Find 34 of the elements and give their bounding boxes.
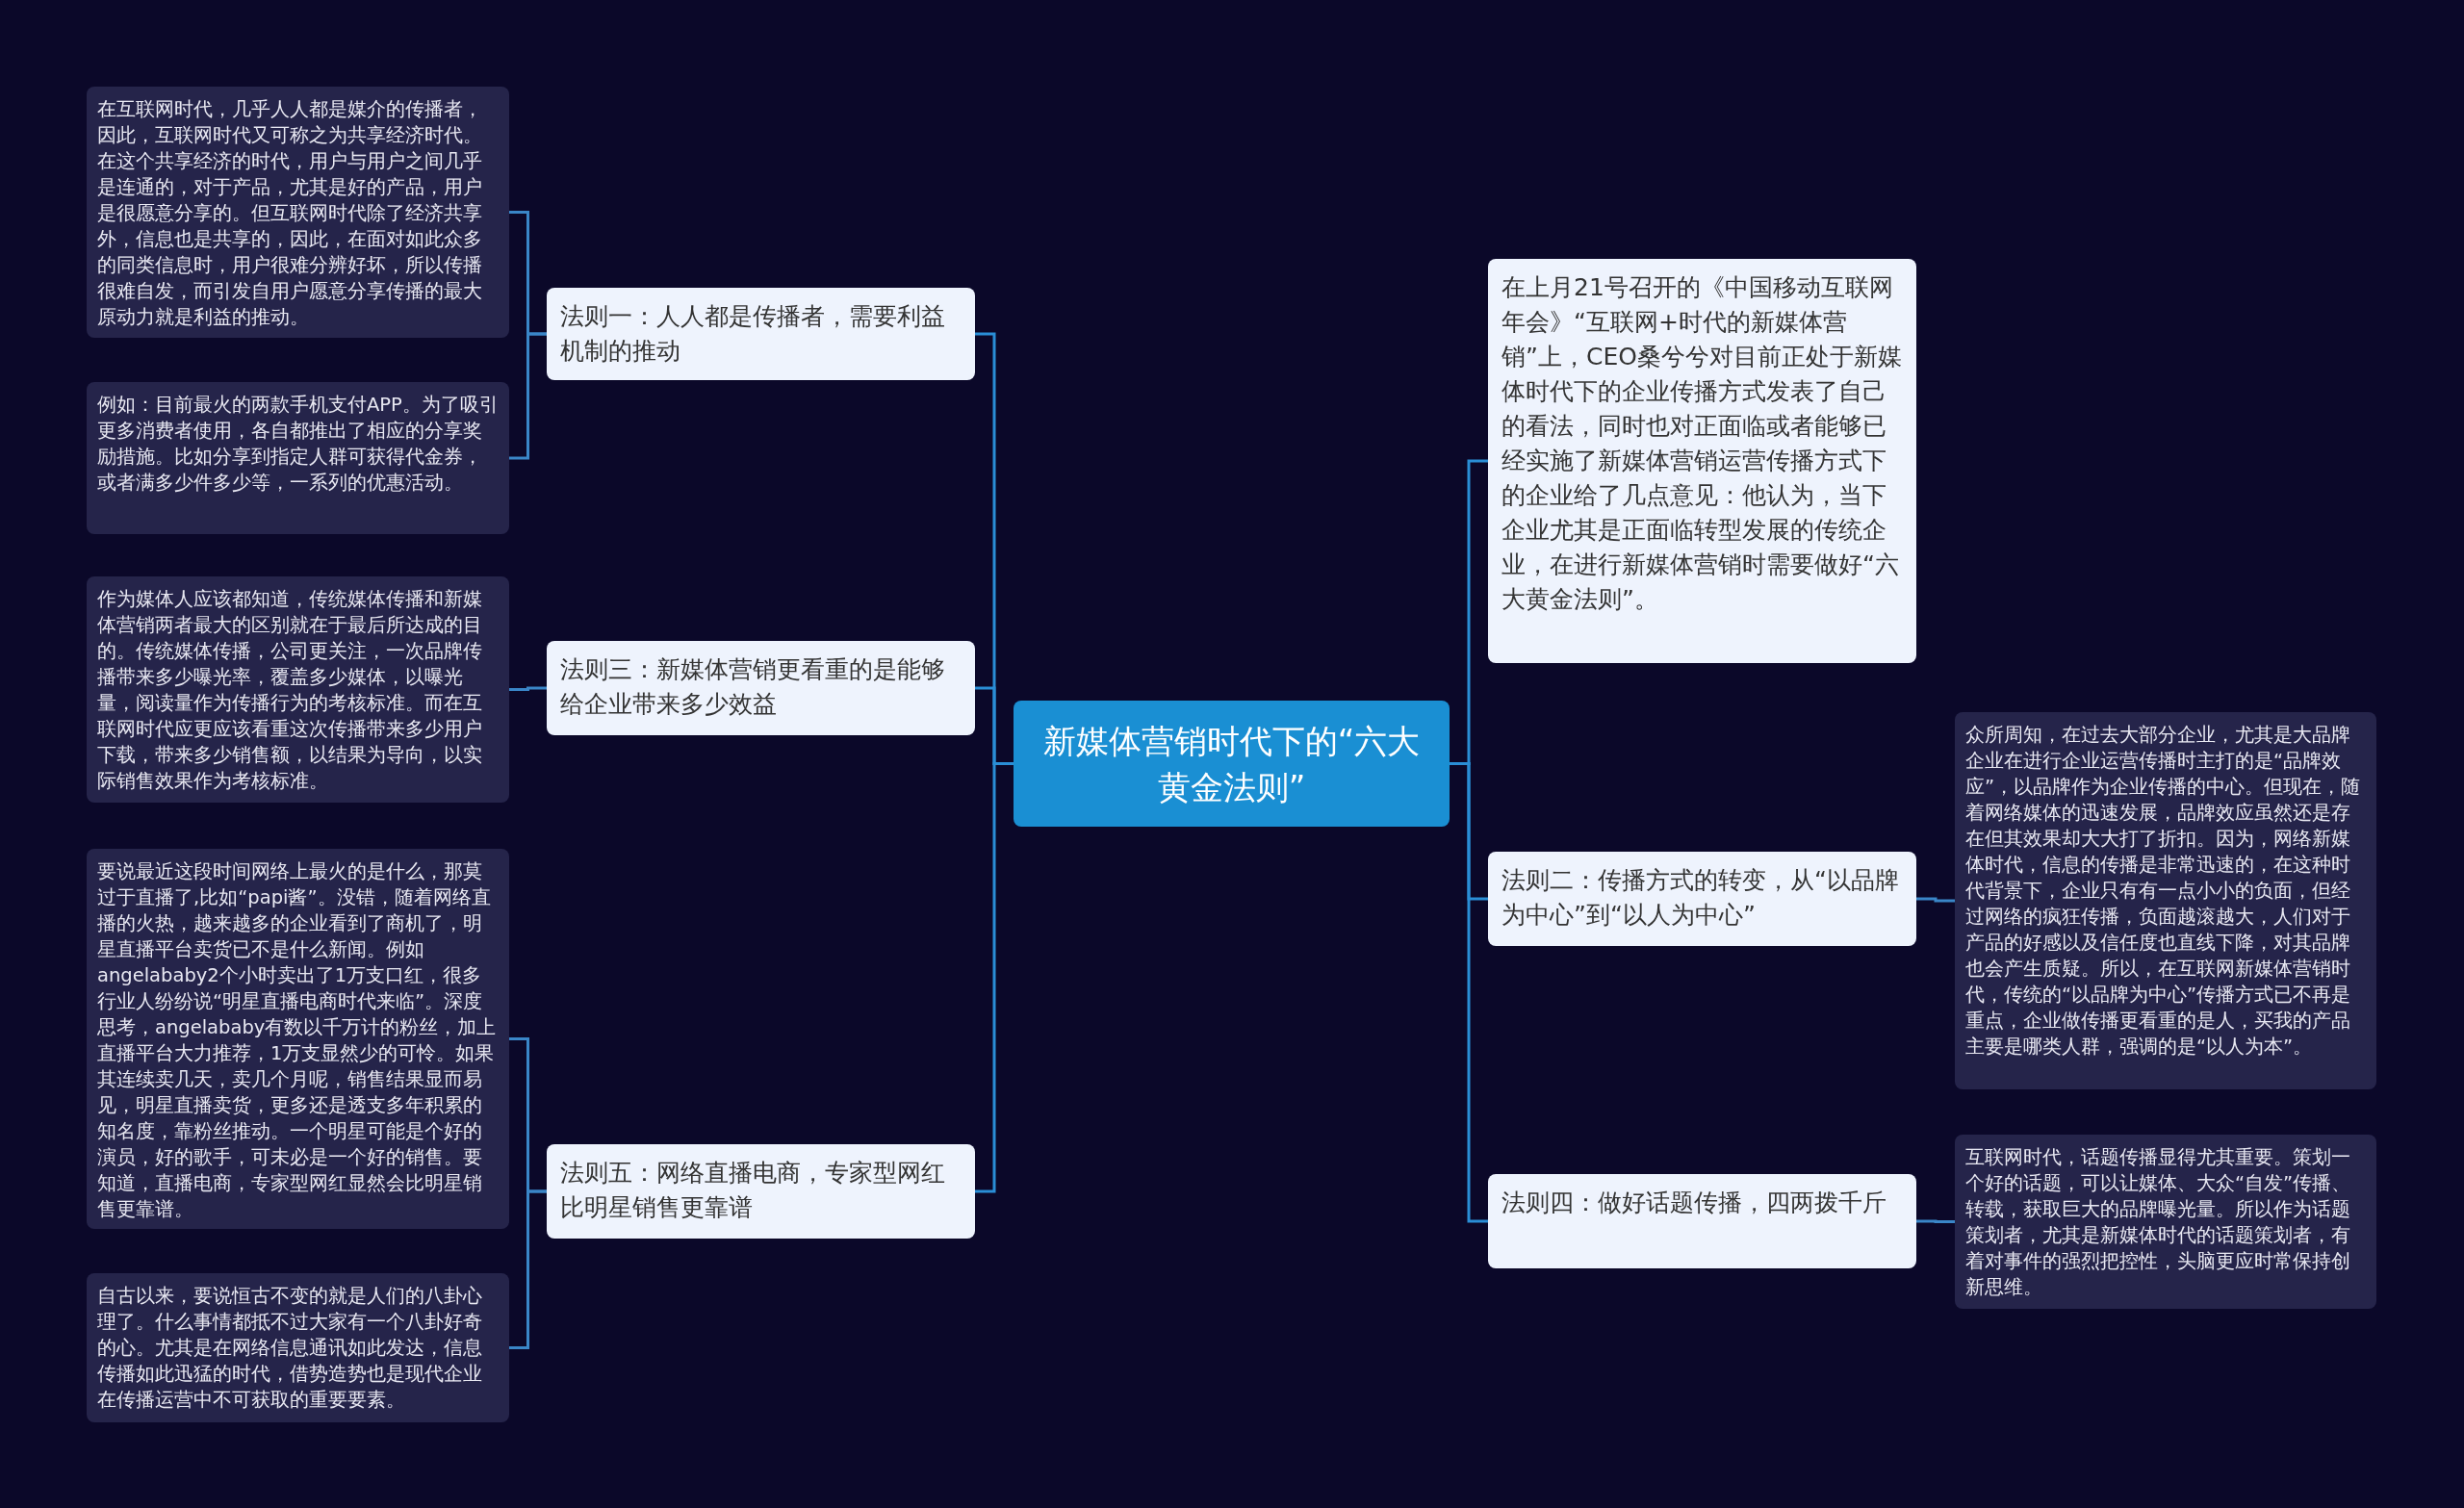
connector-line	[975, 762, 1014, 1193]
topic-text: 自古以来，要说恒古不变的就是人们的八卦心理了。什么事情都抵不过大家有一个八卦好奇的心。尤其是在网络信息通讯如此发达，信息传播如此迅猛的时代，借势造势也是现代企业在传播运营中不可获取的重要要素。	[97, 1284, 483, 1413]
topic-text: 作为媒体人应该都知道，传统媒体传播和新媒体营销两者最大的区别就在于最后所达成的目的。传统媒体传播，公司更关注，一次品牌传播带来多少曝光率，覆盖多少媒体，以曝光量，阅读量作为传播行为的考核标准。而在互联网时代应更应该看重这次传播带来多少用户下载，带来多少销售额，以结果为导向，以实际销售效果作为考核标准。	[97, 587, 483, 794]
note-box	[87, 1273, 509, 1422]
topic-box	[547, 641, 975, 735]
topic-text: 法则四：做好话题传播，四两拨千斤	[1502, 1188, 1887, 1218]
note-box	[87, 576, 509, 803]
connector-line	[509, 686, 547, 691]
topic-box	[1488, 1174, 1916, 1268]
note-box	[87, 87, 509, 338]
topic-text: 法则三：新媒体营销更看重的是能够给企业带来多少效益	[560, 654, 946, 720]
topic-text: 法则一：人人都是传播者，需要利益机制的推动	[560, 301, 946, 367]
connector-line	[1916, 897, 1955, 903]
connector-line	[1450, 762, 1488, 1223]
topic-box	[547, 1144, 975, 1239]
connector-line	[509, 1189, 547, 1349]
topic-text: 在互联网时代，几乎人人都是媒介的传播者，因此，互联网时代又可称之为共享经济时代。在这个共享经济的时代，用户与用户之间几乎是连通的，对于产品，尤其是好的产品，用户是很愿意分享的。但互联网时代除了经济共享外，信息也是共享的，因此，在面对如此众多的同类信息时，用户很难分辨好坏，所以传播很难自发，而引发自用户愿意分享传播的最大原动力就是利益的推动。	[97, 97, 483, 330]
topic-text: 互联网时代，话题传播显得尤其重要。策划一个好的话题，可以让媒体、大众“自发”传播、转载，获取巨大的品牌曝光量。所以作为话题策划者，尤其是新媒体时代的话题策划者，有着对事件的强烈把控性，头脑更应时常保持创新思维。	[1965, 1145, 2352, 1300]
topic-text: 例如：目前最火的两款手机支付APP。为了吸引更多消费者使用，各自都推出了相应的分享奖励措施。比如分享到指定人群可获得代金券，或者满多少件多少等，一系列的优惠活动。	[97, 393, 499, 496]
connector-line	[1916, 1219, 1955, 1223]
topic-text: 新媒体营销时代下的“六大黄金法则”	[1041, 720, 1422, 808]
topic-box	[1488, 259, 1916, 663]
topic-text: 法则五：网络直播电商，专家型网红比明星销售更靠谱	[560, 1158, 946, 1223]
topic-text: 众所周知，在过去大部分企业，尤其是大品牌企业在进行企业运营传播时主打的是“品牌效应”，以品牌作为企业传播的中心。但现在，随着网络媒体的迅速发展，品牌效应虽然还是存在但其效果却大大打了折扣。因为，网络新媒体时代，信息的传播是非常迅速的，在这种时代背景下，企业只有有一点小小的负面，但经过网络的疯狂传播，负面越滚越大，人们对于产品的好感以及信任度也直线下降，对其品牌也会产生质疑。所以，在互联网新媒体营销时代，传统的“以品牌为中心”传播方式已不再是重点，企业做传播更看重的是人，买我的产品主要是哪类人群，强调的是“以人为本”。	[1965, 723, 2362, 1060]
topic-text: 法则二：传播方式的转变，从“以品牌为中心”到“以人为中心”	[1502, 865, 1900, 931]
connector-line	[509, 332, 547, 460]
note-box	[1955, 712, 2376, 1089]
topic-text: 要说最近这段时间网络上最火的是什么，那莫过于直播了,比如“papi酱”。没错，随着网络直播的火热，越来越多的企业看到了商机了，明星直播平台卖货已不是什么新闻。例如angelababy2个小时卖出了1万支口红，很多行业人纷纷说“明星直播电商时代来临”。深度思考，angelababy有数以千万计的粉丝，加上直播平台大力推荐，1万支显然少的可怜。如果其连续卖几天，卖几个月呢，销售结果显而易见，明星直播卖货，更多还是透支多年积累的知名度，靠粉丝推动。一个明星可能是个好的演员，好的歌手，可未必是一个好的销售。要知道，直播电商，专家型网红显然会比明星销售更靠谱。	[97, 859, 498, 1222]
central-topic-box	[1014, 701, 1450, 827]
note-box	[1955, 1135, 2376, 1309]
topic-box	[1488, 852, 1916, 946]
note-box	[87, 382, 509, 534]
topic-box	[547, 288, 975, 380]
topic-text: 在上月21号召开的《中国移动互联网年会》“互联网+时代的新媒体营销”上，CEO桑兮兮对目前正处于新媒体时代下的企业传播方式发表了自己的看法，同时也对正面临或者能够已经实施了新媒体营销运营传播方式下的企业给了几点意见：他认为，当下企业尤其是正面临转型发展的传统企业，在进行新媒体营销时需要做好“六大黄金法则”。	[1502, 272, 1903, 615]
